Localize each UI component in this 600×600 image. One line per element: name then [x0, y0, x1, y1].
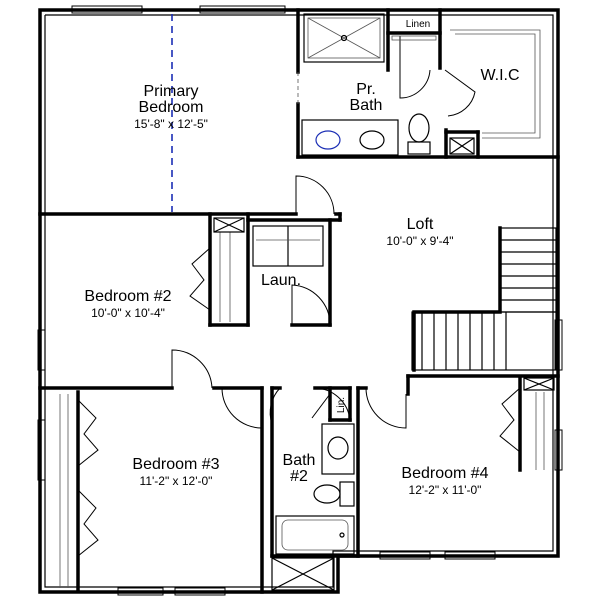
- bath2-name-1: Bath: [283, 452, 316, 469]
- linen-name: Linen: [406, 19, 430, 30]
- lin-name: Lin.: [336, 397, 347, 413]
- door-swings: [171, 36, 476, 429]
- closet-doors: [59, 217, 555, 588]
- primary-bedroom-name-2: Bedroom: [139, 99, 204, 116]
- bedroom3-name: Bedroom #3: [132, 456, 219, 473]
- wic-name: W.I.C: [480, 67, 519, 84]
- primary-bedroom-name-1: Primary: [143, 83, 198, 100]
- primary-bath-name-2: Bath: [350, 97, 383, 114]
- stair: [411, 226, 557, 372]
- bedroom2-name: Bedroom #2: [84, 288, 171, 305]
- primary-bath-name-1: Pr.: [356, 81, 376, 98]
- bedroom2-size: 10'-0" x 10'-4": [91, 306, 165, 320]
- loft-size: 10'-0" x 9'-4": [386, 234, 453, 248]
- loft-name: Loft: [407, 216, 434, 233]
- bedroom3-size: 11'-2" x 12'-0": [140, 474, 213, 488]
- bath2-name-2: #2: [290, 468, 308, 485]
- bedroom4-name: Bedroom #4: [401, 465, 488, 482]
- primary-bedroom-size: 15'-8" x 12'-5": [134, 117, 208, 131]
- room-labels: Primary Bedroom 15'-8" x 12'-5" Pr. Bath…: [84, 19, 519, 497]
- laundry-name: Laun.: [261, 272, 301, 289]
- bedroom4-size: 12'-2" x 11'-0": [409, 483, 482, 497]
- fixtures: [252, 13, 541, 591]
